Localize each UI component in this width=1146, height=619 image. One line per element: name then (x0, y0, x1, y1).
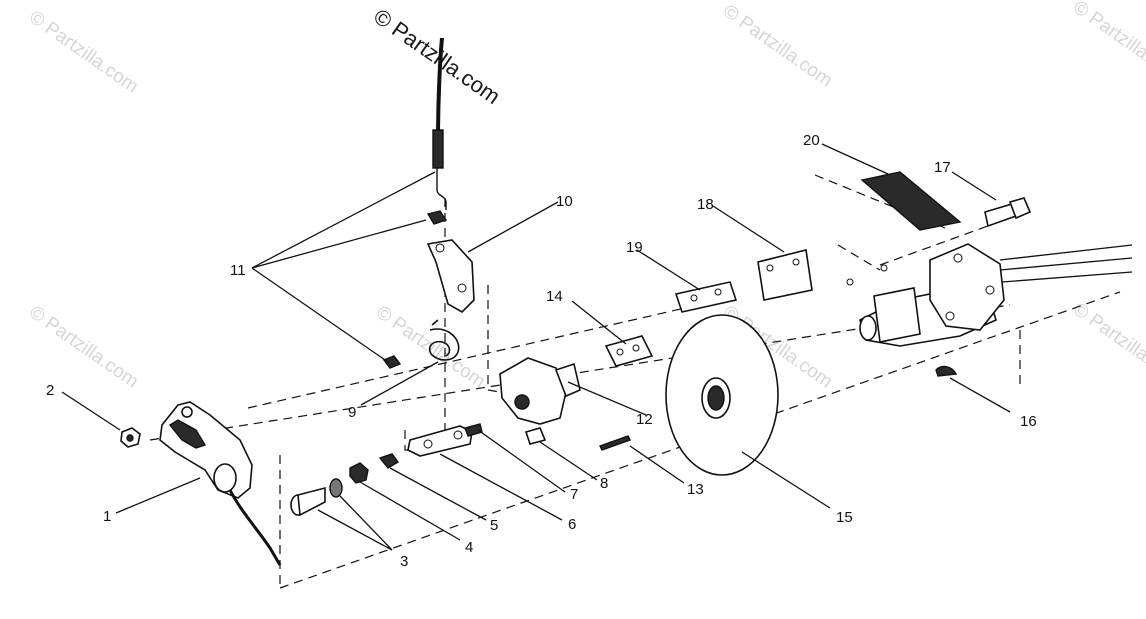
callout-17: 17 (934, 159, 951, 176)
part-6-link-plate (407, 425, 473, 457)
watermark-layer: © Partzilla.com © Partzilla.com © Partzi… (25, 0, 1146, 393)
callout-18: 18 (697, 196, 714, 213)
part-8-screw (524, 427, 547, 445)
part-4-nut (349, 462, 369, 484)
leader-lines (61, 143, 1011, 551)
callout-9: 9 (348, 404, 356, 421)
part-15-brake-disc (665, 314, 779, 476)
part-1-brake-bracket (159, 401, 282, 566)
part-19-pad-plate (674, 281, 738, 313)
watermark-text: © Partzilla.com (1069, 299, 1146, 390)
part-10-cable-bracket (426, 239, 475, 313)
part-17-bolt (984, 197, 1032, 228)
callout-6: 6 (568, 516, 576, 533)
callout-3: 3 (400, 553, 408, 570)
watermark-text: © Partzilla.com (25, 7, 142, 98)
callout-11: 11 (230, 262, 246, 279)
part-12-lever-housing (499, 357, 581, 425)
callout-4: 4 (465, 539, 473, 556)
part-7-pin (464, 423, 483, 437)
callout-labels: 1 2 3 4 5 6 7 8 9 10 11 12 13 14 15 16 1… (46, 132, 1037, 570)
callout-15: 15 (836, 509, 853, 526)
watermark-text: © Partzilla.com (25, 302, 142, 393)
part-20-label (860, 171, 962, 231)
callout-7: 7 (570, 486, 578, 503)
part-2-nut (120, 427, 141, 448)
caliper-hub-assembly (846, 243, 1133, 347)
part-13-pin (599, 435, 631, 451)
watermark-text: © Partzilla.com (719, 1, 836, 92)
callout-10: 10 (556, 193, 573, 210)
callout-19: 19 (626, 239, 643, 256)
callout-20: 20 (803, 132, 820, 149)
callout-12: 12 (636, 411, 653, 428)
callout-1: 1 (103, 508, 111, 525)
callout-2: 2 (46, 382, 54, 399)
part-16-key (935, 365, 958, 377)
part-18-pad-block (757, 249, 813, 301)
callout-14: 14 (546, 288, 563, 305)
part-9-spring (428, 319, 460, 361)
watermark-text: © Partzilla.com (1069, 0, 1146, 88)
callout-5: 5 (490, 517, 498, 534)
part-3-bolt (290, 478, 343, 517)
callout-13: 13 (687, 481, 704, 498)
part-14-pad (604, 335, 654, 367)
callout-8: 8 (600, 475, 608, 492)
assembly-axes (149, 174, 1121, 589)
part-11-cable-assembly (382, 37, 448, 369)
part-5-clip (378, 453, 400, 469)
callout-16: 16 (1020, 413, 1037, 430)
